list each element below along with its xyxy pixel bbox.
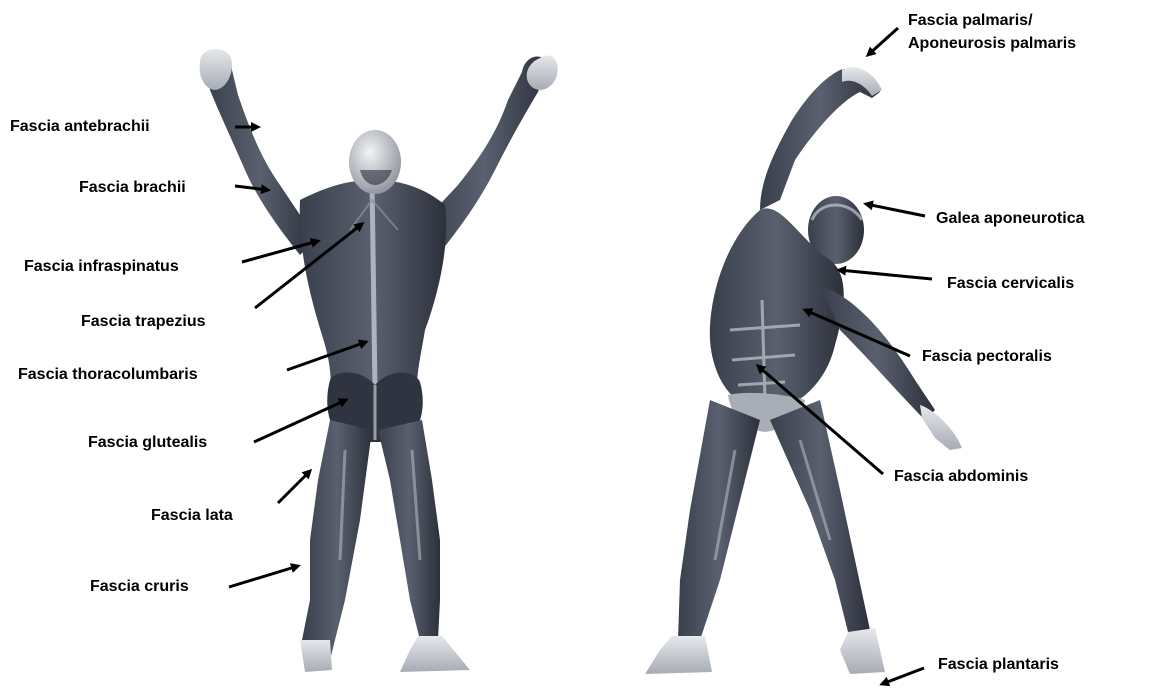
- back-view-figure: [200, 49, 558, 672]
- label-fascia-thoracolumbaris: Fascia thoracolumbaris: [18, 365, 198, 384]
- label-fascia-plantaris: Fascia plantaris: [938, 655, 1059, 674]
- label-fascia-palmaris-line1: Fascia palmaris/: [908, 11, 1033, 30]
- label-galea-aponeurotica: Galea aponeurotica: [936, 209, 1085, 228]
- front-view-figure: [645, 67, 962, 674]
- label-fascia-infraspinatus: Fascia infraspinatus: [24, 257, 179, 276]
- label-fascia-antebrachii: Fascia antebrachii: [10, 117, 150, 136]
- label-fascia-lata: Fascia lata: [151, 506, 233, 525]
- label-fascia-glutealis: Fascia glutealis: [88, 433, 207, 452]
- label-fascia-cervicalis: Fascia cervicalis: [947, 274, 1074, 293]
- label-fascia-pectoralis: Fascia pectoralis: [922, 347, 1052, 366]
- label-fascia-brachii: Fascia brachii: [79, 178, 186, 197]
- label-fascia-abdominis: Fascia abdominis: [894, 467, 1028, 486]
- label-fascia-cruris: Fascia cruris: [90, 577, 189, 596]
- label-fascia-trapezius: Fascia trapezius: [81, 312, 206, 331]
- label-fascia-palmaris-line2: Aponeurosis palmaris: [908, 34, 1076, 53]
